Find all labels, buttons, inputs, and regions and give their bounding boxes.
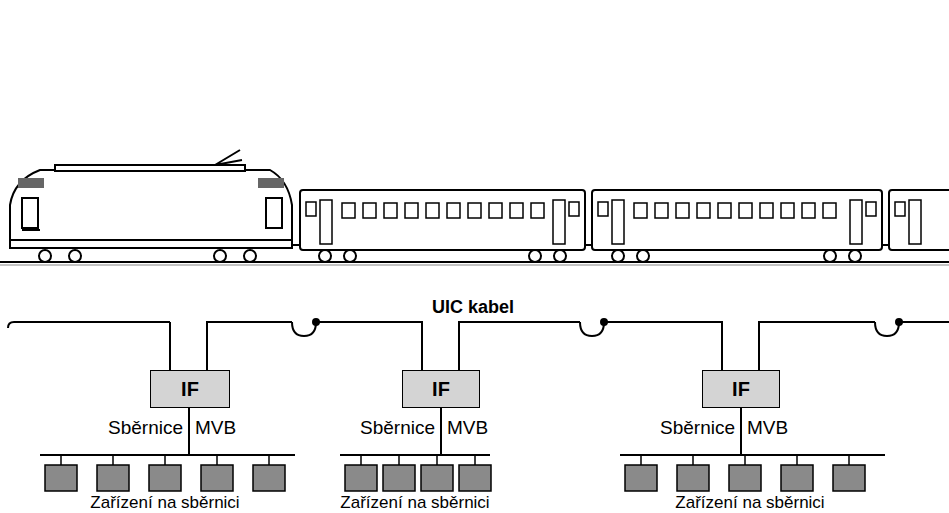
bus-device	[149, 465, 181, 491]
bus-device	[345, 465, 377, 491]
bus-device	[459, 465, 491, 491]
bus-device	[421, 465, 453, 491]
bus-label: Sběrnice	[108, 418, 183, 439]
bus-device	[677, 465, 709, 491]
bus-label: MVB	[447, 418, 488, 439]
bus-device	[45, 465, 77, 491]
interface-box: IF	[402, 370, 480, 408]
interface-label: IF	[732, 378, 750, 401]
interface-label: IF	[181, 378, 199, 401]
interface-box: IF	[702, 370, 780, 408]
bus-device	[253, 465, 285, 491]
bus-label: Sběrnice	[360, 418, 435, 439]
bus-device	[625, 465, 657, 491]
bus-device	[201, 465, 233, 491]
device-label: Zařízení na sběrnici	[340, 494, 489, 513]
device-label: Zařízení na sběrnici	[90, 494, 239, 513]
bus-label: Sběrnice	[660, 418, 735, 439]
bus-device	[729, 465, 761, 491]
bus-label: MVB	[747, 418, 788, 439]
device-label: Zařízení na sběrnici	[675, 494, 824, 513]
bus-device	[833, 465, 865, 491]
bus-device	[383, 465, 415, 491]
cable-label: UIC kabel	[429, 298, 517, 318]
bus-label: MVB	[195, 418, 236, 439]
bus-device	[781, 465, 813, 491]
interface-box: IF	[150, 370, 230, 408]
bus-device	[97, 465, 129, 491]
interface-label: IF	[432, 378, 450, 401]
